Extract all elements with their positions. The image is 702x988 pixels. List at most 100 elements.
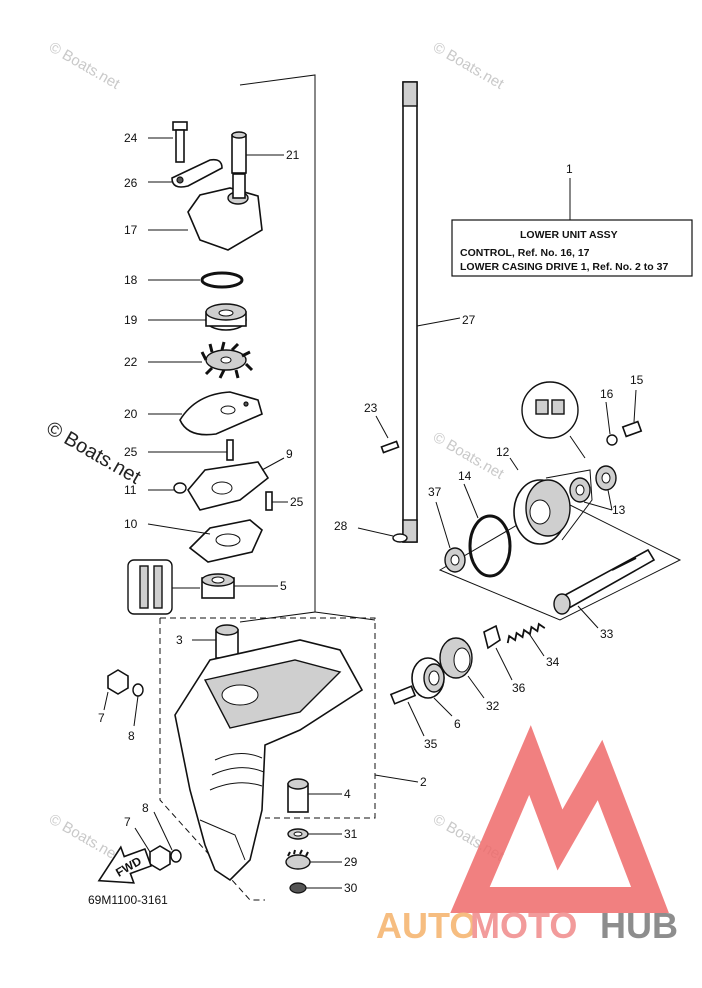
logo-text-auto: AUTO [376, 905, 477, 946]
bearing-5 [201, 573, 278, 599]
callout-23: 23 [364, 401, 378, 415]
washer-8b [153, 811, 182, 863]
callout-12: 12 [496, 445, 510, 459]
automotohub-logo: AUTO MOTO HUB [376, 725, 678, 946]
callout-9: 9 [286, 447, 293, 461]
seal-detail-inset-2 [521, 381, 586, 459]
callout-11: 11 [124, 483, 137, 497]
callout-17: 17 [124, 223, 138, 237]
callout-29: 29 [344, 855, 358, 869]
pump-housing-17 [148, 173, 263, 251]
outer-plate-20 [148, 391, 263, 436]
o-ring-18 [148, 271, 244, 289]
callout-35: 35 [424, 737, 438, 751]
bushing-3 [192, 624, 239, 659]
callout-31: 31 [344, 827, 358, 841]
seal-37 [435, 501, 466, 573]
callout-22: 22 [124, 355, 138, 369]
callout-37: 37 [428, 485, 442, 499]
callout-15: 15 [630, 373, 644, 387]
callout-26: 26 [124, 176, 138, 190]
propeller-shaft-33 [553, 548, 656, 629]
o-ring-14 [463, 483, 512, 578]
callout-8a: 8 [128, 729, 135, 743]
callout-34: 34 [546, 655, 560, 669]
callout-5: 5 [280, 579, 287, 593]
callout-20: 20 [124, 407, 138, 421]
impeller-22 [148, 341, 254, 379]
callout-32: 32 [486, 699, 500, 713]
cap-12 [509, 457, 593, 545]
info-box-line2: LOWER CASING DRIVE 1, Ref. No. 2 to 37 [460, 261, 668, 273]
washer-8a [132, 683, 144, 727]
pinion-29 [285, 849, 342, 870]
callout-10: 10 [124, 517, 138, 531]
sleeve-21 [231, 131, 284, 174]
lower-casing-dashed-box [159, 618, 265, 901]
cartridge-19 [148, 303, 247, 331]
callout-18: 18 [124, 273, 138, 287]
watermark: © Boats.net [46, 39, 123, 93]
callout-8b: 8 [142, 801, 149, 815]
plate-26 [148, 158, 223, 188]
callout-6: 6 [454, 717, 461, 731]
pin-25a [148, 439, 234, 461]
nut-30 [289, 882, 342, 894]
logo-mark-icon [450, 725, 669, 913]
pump-assembly-outline [239, 74, 316, 623]
plug-7a [103, 669, 129, 711]
callout-21: 21 [286, 148, 300, 162]
callout-7b: 7 [124, 815, 131, 829]
callout-25b: 25 [290, 495, 304, 509]
pin-25b [265, 491, 288, 511]
bolt-24 [148, 121, 188, 163]
info-box-line1: CONTROL, Ref. No. 16, 17 [460, 247, 590, 259]
watermark: © Boats.net [46, 811, 123, 865]
info-box-title: LOWER UNIT ASSY [520, 229, 618, 241]
plug-7b [134, 827, 171, 871]
clip-28 [357, 527, 408, 543]
pin-23 [375, 415, 400, 454]
logo-text-hub: HUB [600, 905, 678, 946]
callout-33: 33 [600, 627, 614, 641]
callout-7a: 7 [98, 711, 105, 725]
info-box: 1 LOWER UNIT ASSY CONTROL, Ref. No. 16, … [451, 162, 693, 277]
callout-25a: 25 [124, 445, 138, 459]
callout-4: 4 [344, 787, 351, 801]
lower-casing-body [174, 639, 364, 882]
callout-28: 28 [334, 519, 348, 533]
seal-11 [148, 482, 187, 494]
callout-13: 13 [612, 503, 626, 517]
bearing-6 [411, 657, 453, 717]
drive-shaft [402, 81, 461, 543]
logo-text-moto: MOTO [470, 905, 577, 946]
leader-2 [374, 774, 419, 783]
washer-16 [605, 401, 618, 446]
lower-casing-dashed-box [160, 617, 376, 819]
callout-2: 2 [420, 775, 427, 789]
callout-14: 14 [458, 469, 472, 483]
pump-assembly-outline [314, 611, 376, 621]
washer-31 [287, 828, 342, 840]
bearings-13 [569, 465, 617, 511]
spring-34 [506, 622, 546, 657]
callout-19: 19 [124, 313, 138, 327]
gasket-9 [187, 457, 285, 511]
diagram-code: 69M1100-3161 [88, 893, 168, 907]
gear-32 [439, 637, 485, 699]
bushing-4 [287, 778, 342, 813]
pin-35 [389, 685, 425, 737]
plate-10 [147, 519, 263, 563]
bolt-15 [621, 389, 643, 438]
seal-detail-inset [127, 559, 200, 615]
callout-3: 3 [176, 633, 183, 647]
callout-24: 24 [124, 131, 138, 145]
callout-16: 16 [600, 387, 614, 401]
clutch-36 [483, 624, 513, 681]
callout-30: 30 [344, 881, 358, 895]
watermark: © Boats.net [430, 39, 507, 93]
callout-27: 27 [462, 313, 476, 327]
callout-36: 36 [512, 681, 526, 695]
callout-1: 1 [566, 162, 573, 176]
